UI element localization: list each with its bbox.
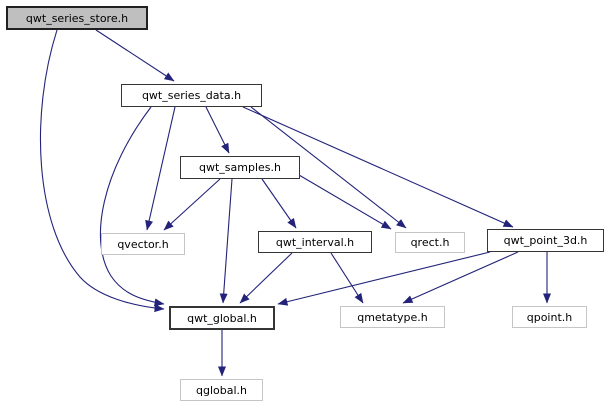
edge-qwt_series_store-to-qwt_series_data [95, 29, 175, 82]
edge-qwt_samples-to-qwt_global [219, 178, 233, 304]
edge-qwt_series_data-to-qvector [145, 106, 176, 231]
node-label: qvector.h [117, 237, 169, 251]
node-label: qwt_series_data.h [141, 89, 242, 102]
node-label: qmetatype.h [357, 310, 428, 324]
node-label: qwt_series_store.h [25, 11, 129, 25]
node-label: qpoint.h [526, 310, 573, 324]
node-qwt-interval-h[interactable]: qwt_interval.h [258, 231, 372, 253]
node-label: qwt_point_3d.h [503, 234, 588, 247]
node-qmetatype-h: qmetatype.h [340, 306, 445, 328]
edge-qwt_interval-to-qmetatype [330, 252, 364, 304]
node-qwt-samples-h[interactable]: qwt_samples.h [180, 156, 300, 179]
edge-qwt_series_data-to-qwt_samples [205, 106, 230, 154]
node-qwt-series-data-h[interactable]: qwt_series_data.h [121, 84, 262, 107]
edge-qwt_interval-to-qwt_global [239, 252, 293, 304]
node-label: qglobal.h [196, 383, 247, 397]
node-qrect-h: qrect.h [395, 232, 465, 253]
edge-qwt_samples-to-qvector [163, 178, 221, 231]
node-qwt-series-store-h: qwt_series_store.h [6, 6, 148, 30]
node-qwt-global-h[interactable]: qwt_global.h [169, 306, 275, 330]
node-qwt-point-3d-h[interactable]: qwt_point_3d.h [487, 229, 604, 252]
node-label: qrect.h [410, 236, 450, 249]
edge-qwt_point_3d-to-qwt_global [277, 251, 491, 306]
edge-qwt_point_3d-to-qmetatype [402, 251, 519, 304]
node-qglobal-h: qglobal.h [180, 379, 263, 401]
edge-qwt_series_data-to-qwt_point_3d [242, 106, 514, 228]
edge-qwt_samples-to-qrect [298, 174, 392, 230]
edge-qwt_series_data-to-qwt_global [99, 106, 165, 307]
edge-qwt_series_store-to-qwt_global [39, 29, 165, 313]
node-label: qwt_interval.h [275, 235, 355, 249]
node-qvector-h: qvector.h [101, 233, 185, 255]
edge-qwt_series_data-to-qrect [250, 106, 407, 229]
node-label: qwt_global.h [187, 311, 257, 325]
node-label: qwt_samples.h [199, 161, 281, 174]
node-qpoint-h: qpoint.h [512, 306, 587, 328]
edge-qwt_samples-to-qwt_interval [261, 178, 297, 229]
